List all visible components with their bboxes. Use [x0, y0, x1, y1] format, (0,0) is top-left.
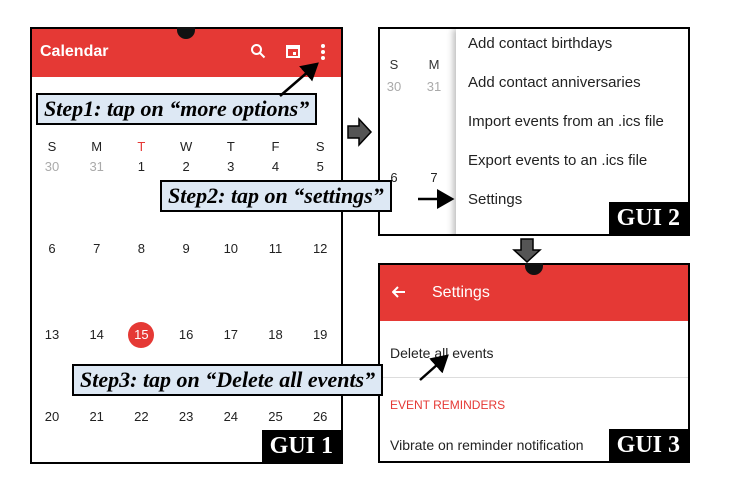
divider [380, 377, 688, 378]
gui-label: GUI 1 [261, 430, 341, 462]
weekday-header: W [179, 139, 193, 154]
more-options-icon[interactable] [320, 43, 326, 66]
menu-item-export-events[interactable]: Export events to an .ics file [468, 152, 648, 169]
camera-notch [177, 27, 195, 39]
calendar-day[interactable]: 16 [178, 327, 194, 342]
calendar-day[interactable]: 14 [89, 327, 104, 342]
weekday-header: M [91, 139, 103, 154]
back-arrow-icon[interactable] [391, 285, 406, 304]
vibrate-on-reminder-item[interactable]: Vibrate on reminder notification [390, 437, 584, 453]
calendar-day[interactable]: 4 [271, 159, 280, 174]
menu-item-import-events[interactable]: Import events from an .ics file [468, 113, 664, 130]
calendar-day[interactable]: 12 [312, 241, 328, 256]
delete-all-events-item[interactable]: Delete all events [390, 345, 494, 361]
page-title: Settings [432, 284, 490, 301]
section-header-event-reminders: EVENT REMINDERS [390, 398, 506, 412]
calendar-day[interactable]: 3 [227, 159, 235, 174]
selected-day-indicator [128, 322, 155, 348]
calendar-day[interactable]: 22 [134, 409, 149, 424]
right-block-arrow [347, 117, 373, 147]
calendar-day[interactable]: 7 [93, 241, 101, 256]
calendar-day[interactable]: 18 [268, 327, 283, 342]
calendar-today-icon[interactable] [285, 43, 301, 64]
down-block-arrow [512, 238, 542, 264]
calendar-day: 6 [390, 170, 398, 185]
gui3-screen: Settings Delete all events EVENT REMINDE… [378, 263, 690, 463]
weekday-header: F [271, 139, 280, 154]
calendar-day: 31 [426, 79, 442, 94]
overflow-menu: Add contact birthdays Add contact annive… [456, 29, 688, 234]
weekday-header: S [47, 139, 57, 154]
calendar-day[interactable]: 10 [223, 241, 239, 256]
step3-callout: Step3: tap on “Delete all events” [72, 364, 384, 396]
calendar-day[interactable]: 6 [48, 241, 56, 256]
gui-label: GUI 3 [608, 429, 688, 461]
calendar-day[interactable]: 30 [44, 159, 60, 174]
weekday-header: T [226, 139, 235, 154]
weekday-header: S [389, 57, 399, 72]
menu-item-add-contact-anniversaries[interactable]: Add contact anniversaries [468, 74, 641, 91]
menu-item-add-contact-birthdays[interactable]: Add contact birthdays [468, 35, 613, 52]
weekday-header: M [428, 57, 440, 72]
calendar-day[interactable]: 2 [182, 159, 190, 174]
calendar-day[interactable]: 24 [223, 409, 239, 424]
calendar-day[interactable]: 25 [268, 409, 283, 424]
calendar-day[interactable]: 21 [89, 409, 104, 424]
gui-label: GUI 2 [608, 202, 688, 234]
app-bar: Settings [380, 265, 688, 321]
step2-callout: Step2: tap on “settings” [160, 180, 392, 212]
search-icon[interactable] [250, 43, 266, 64]
calendar-day[interactable]: 8 [137, 241, 145, 256]
calendar-day[interactable]: 11 [268, 241, 283, 256]
calendar-day[interactable]: 19 [312, 327, 328, 342]
weekday-header: S [315, 139, 325, 154]
calendar-day[interactable]: 15 [134, 327, 149, 342]
calendar-day[interactable]: 5 [316, 159, 324, 174]
app-title: Calendar [40, 43, 109, 60]
gui2-screen: S M 30 31 6 7 Add contact birthdays Add … [378, 27, 690, 236]
calendar-day[interactable]: 20 [44, 409, 60, 424]
weekday-header: T [137, 139, 146, 154]
calendar-day[interactable]: 17 [223, 327, 239, 342]
camera-notch [525, 263, 543, 275]
calendar-day[interactable]: 13 [44, 327, 60, 342]
calendar-day[interactable]: 1 [137, 159, 145, 174]
calendar-day[interactable]: 26 [312, 409, 328, 424]
calendar-day: 7 [430, 170, 438, 185]
calendar-day[interactable]: 23 [178, 409, 194, 424]
calendar-day[interactable]: 9 [182, 241, 190, 256]
menu-item-settings[interactable]: Settings [468, 191, 523, 208]
calendar-day[interactable]: 31 [89, 159, 104, 174]
calendar-day: 30 [386, 79, 402, 94]
step1-callout: Step1: tap on “more options” [36, 93, 318, 125]
